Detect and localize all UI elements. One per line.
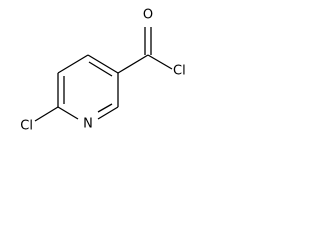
bond-c2-c3 xyxy=(57,54,89,74)
atom-oxygen-label: O xyxy=(143,8,153,23)
bond-c3-c4 xyxy=(87,54,119,74)
bond-n-c6 xyxy=(57,106,79,120)
atom-acyl-chlorine-label: Cl xyxy=(173,64,186,79)
atom-ring-chlorine-label: Cl xyxy=(20,119,33,134)
bond-c5-n xyxy=(97,106,119,120)
double-bond-inner-top xyxy=(88,61,113,77)
molecule-structure: O Cl Cl N xyxy=(20,8,186,134)
bond-c4-carbonyl xyxy=(117,54,149,74)
double-bond-inner-bottom xyxy=(97,103,113,113)
bond-c6-cl xyxy=(34,106,59,122)
atom-nitrogen-label: N xyxy=(83,117,93,132)
bond-carbonyl-cl xyxy=(147,54,173,70)
